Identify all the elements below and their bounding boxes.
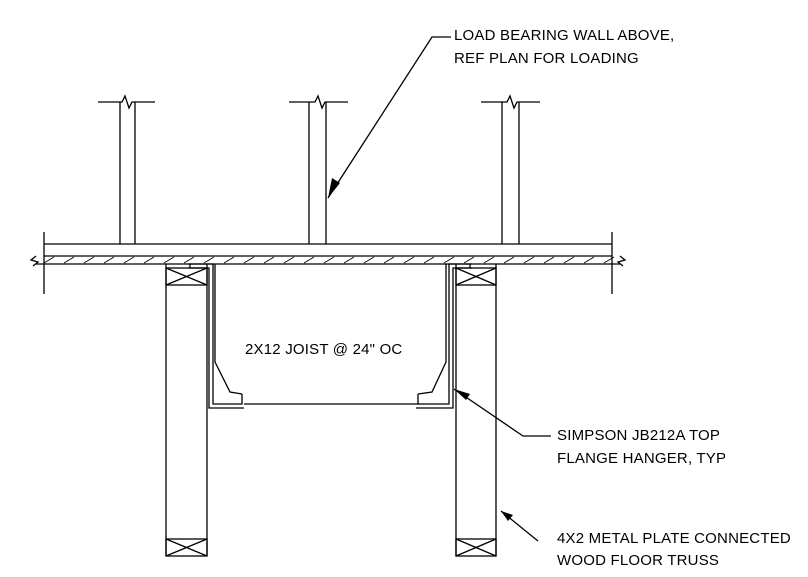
sheathing-hatch-line <box>243 256 255 264</box>
sheathing-hatch-line <box>543 256 555 264</box>
sheathing-hatch-line <box>503 256 515 264</box>
sheathing-hatch-line <box>323 256 335 264</box>
label-truss-line2: WOOD FLOOR TRUSS <box>557 552 720 569</box>
sheathing-hatch-line <box>43 256 55 264</box>
hanger-left <box>188 263 244 409</box>
sheathing-hatch-line <box>563 256 575 264</box>
arrowhead-wall <box>328 178 340 198</box>
sheathing-hatch-line <box>143 256 155 264</box>
label-hanger-line1: SIMPSON JB212A TOP <box>557 427 721 444</box>
label-truss-line1: 4X2 METAL PLATE CONNECTED <box>557 530 791 547</box>
wall-stud-center <box>289 94 348 244</box>
label-hanger-line2: FLANGE HANGER, TYP <box>557 450 727 467</box>
sheathing-hatch-line <box>123 256 135 264</box>
sheathing-hatch-line <box>283 256 295 264</box>
sheathing-hatch-line <box>363 256 375 264</box>
sheathing-hatch-line <box>343 256 355 264</box>
sheathing-hatch-line <box>603 256 615 264</box>
arrowhead-truss <box>501 511 513 521</box>
sheathing-hatch-line <box>383 256 395 264</box>
sheathing-hatch-line <box>483 256 495 264</box>
sheathing-hatch-line <box>183 256 195 264</box>
label-wall-line1: LOAD BEARING WALL ABOVE, <box>454 27 675 44</box>
sheathing-hatch-line <box>263 256 275 264</box>
sheathing-hatch-line <box>83 256 95 264</box>
sheathing-hatch-line <box>163 256 175 264</box>
leader-hanger <box>453 388 551 437</box>
label-wall-line2: REF PLAN FOR LOADING <box>454 50 639 67</box>
sheathing-hatch-line <box>103 256 115 264</box>
label-joist: 2X12 JOIST @ 24" OC <box>245 341 403 358</box>
floor-truss-right <box>455 264 497 557</box>
wall-stud-right <box>481 94 540 244</box>
sheathing-hatch-line <box>583 256 595 264</box>
sheathing-hatch-line <box>463 256 475 264</box>
sheathing-hatch-line <box>403 256 415 264</box>
leader-wall <box>327 36 451 199</box>
hanger-right <box>416 263 472 409</box>
arrowhead-hanger <box>454 389 470 400</box>
floor-truss-left <box>165 264 208 557</box>
sheathing-hatch-line <box>203 256 215 264</box>
sheathing-hatch-line <box>223 256 235 264</box>
sheathing-hatch-line <box>443 256 455 264</box>
sheathing-hatch-line <box>423 256 435 264</box>
wall-plate <box>43 232 613 294</box>
sheathing-hatch-line <box>63 256 75 264</box>
sheathing-hatch-line <box>303 256 315 264</box>
subfloor-sheathing <box>29 255 627 267</box>
wall-stud-left <box>98 94 155 244</box>
sheathing-hatch-line <box>523 256 535 264</box>
